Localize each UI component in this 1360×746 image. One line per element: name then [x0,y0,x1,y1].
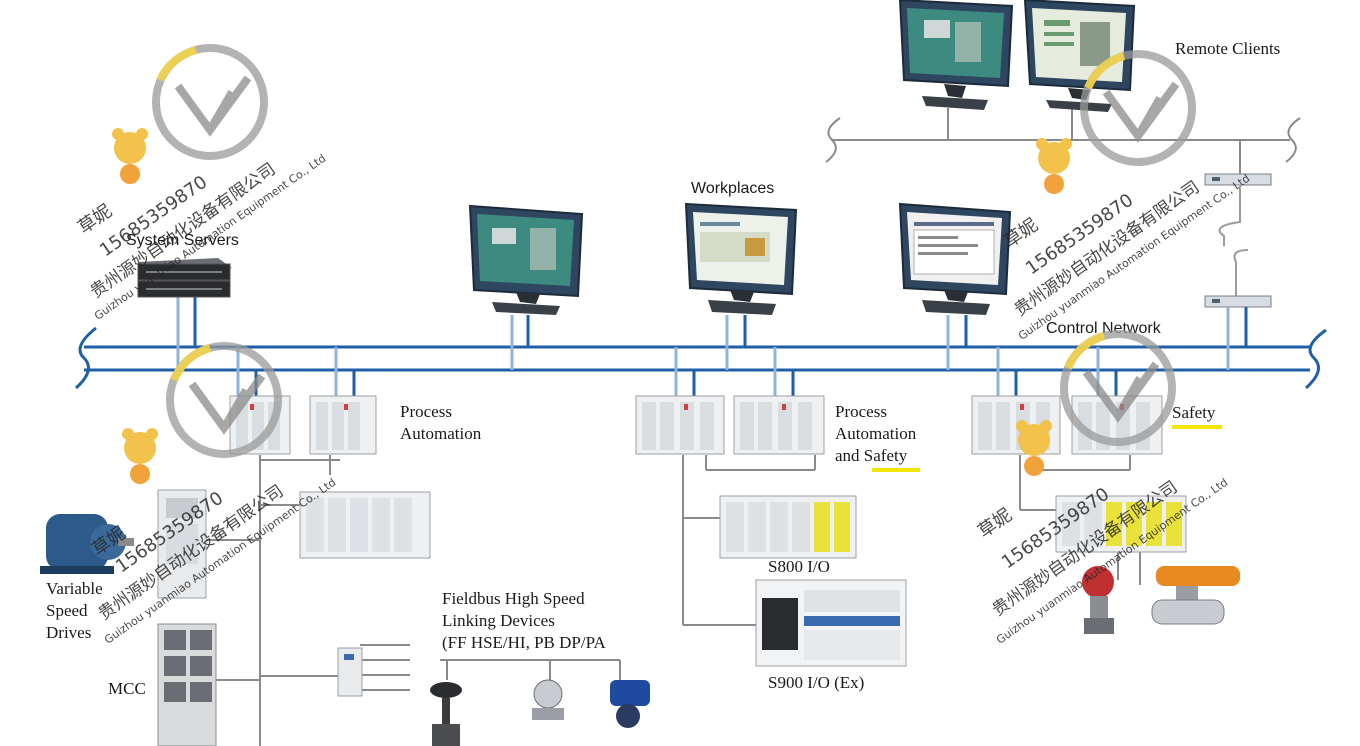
workplaces-label: Workplaces [691,180,775,197]
safety-highlight-2 [1172,425,1222,429]
process-automation-label-line1: Process [400,402,452,421]
controller-pa-2 [309,395,377,455]
flowmeter-orange [1151,566,1240,625]
remote-client-monitor-1 [898,0,1014,110]
system-servers [137,258,232,298]
fieldbus-label-line2: Linking Devices [442,611,555,630]
variable-speed-drive [157,489,207,599]
controller-pa-1 [229,395,291,455]
io-rack-s900 [755,579,907,667]
workplace-monitor-2 [684,202,798,315]
io-rack-safety [1055,495,1187,553]
firewall-upper [1204,173,1272,186]
workplace-monitor-3 [898,202,1012,315]
controller-safety-2 [1071,395,1163,455]
controller-pas-2 [733,395,825,455]
actuator-valve [610,680,650,728]
vsd-label-line1: Variable [46,579,103,598]
system-servers-label: System Servers [126,232,239,249]
pas-label-line3: and Safety [835,445,907,467]
io-rack-s800 [719,495,857,559]
process-automation-label-line2: Automation [400,424,482,443]
fieldbus-label-line1: Fieldbus High Speed [442,589,585,608]
remote-client-monitor-2 [1023,0,1136,112]
mcc-cabinet [157,623,217,746]
field-transmitter [532,679,564,720]
motor [40,514,134,574]
safety-highlight-1 [872,468,920,472]
controller-safety-1 [971,395,1061,455]
pas-label-line2: Automation [835,424,917,443]
s800-label: S800 I/O [768,557,830,576]
controller-pas-1 [635,395,725,455]
vsd-label-line2: Speed [46,601,88,620]
fieldbus-label-line3: (FF HSE/HI, PB DP/PA [442,633,606,652]
linking-device [337,647,363,697]
mcc-label: MCC [108,679,146,698]
remote-clients-label: Remote Clients [1175,39,1281,58]
workplace-monitor-1 [468,204,584,315]
pas-label-line1: Process [835,402,887,421]
control-network-label: Control Network [1046,320,1161,337]
s900-label: S900 I/O (Ex) [768,673,865,692]
safety-label: Safety [1172,403,1216,422]
pas-label-text: and Safety [835,446,908,465]
io-rack-pa [299,491,431,559]
control-valve [430,682,462,746]
firewall-lower [1204,295,1272,308]
pressure-transmitter-red [1082,566,1114,634]
vsd-label-line3: Drives [46,623,92,642]
field-wiring [206,455,1141,746]
